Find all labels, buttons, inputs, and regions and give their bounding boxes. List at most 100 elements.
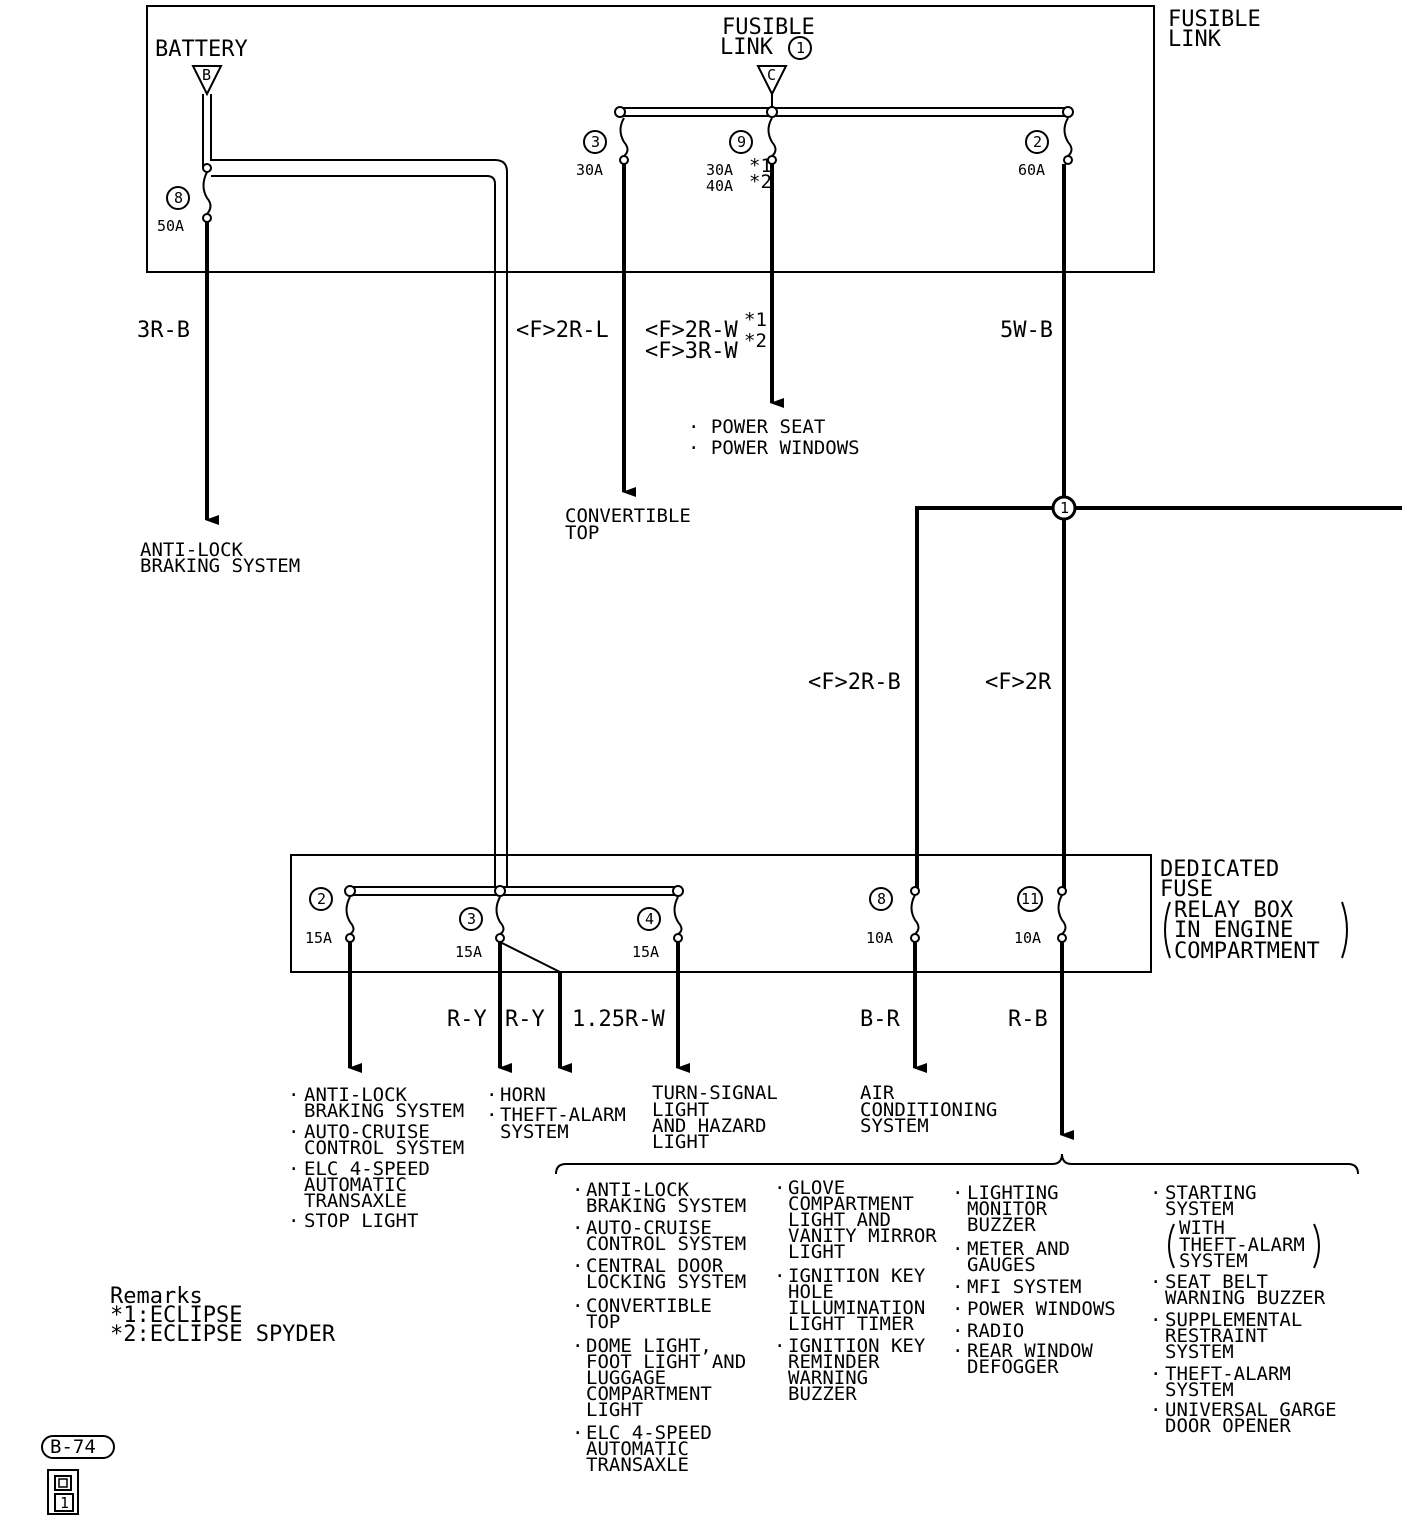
f11-c3-6: ·MFI SYSTEM: [952, 1276, 1081, 1298]
fb-fuse-2-symbol: [345, 896, 355, 935]
f2-dest-6: AUTOMATIC: [304, 1174, 407, 1196]
f11-c4-parens: [1168, 1223, 1320, 1269]
fusible-link-bus: [620, 94, 1068, 117]
f11-column-2: ·GLOVE COMPARTMENT LIGHT AND VANITY MIRR…: [774, 1177, 937, 1405]
dest-abs-1: ANTI-LOCK: [140, 539, 244, 561]
fb-fuse-2-terminal: [345, 933, 355, 943]
wire-3R-W-mark: *2: [744, 330, 767, 352]
f11-c4-2: SYSTEM: [1165, 1198, 1234, 1220]
fuse-box-title-5: COMPARTMENT: [1174, 939, 1320, 964]
fusible-link-terminal-label: C: [767, 66, 776, 84]
f11-c3-4: ·METER AND: [952, 1238, 1070, 1260]
fb-fuse-4-terminal: [673, 933, 683, 943]
fusible-link-1-num-circle: [788, 36, 812, 60]
fb-fuse-11-symbol: [1057, 894, 1067, 935]
f2-dest-3: ·AUTO-CRUISE: [288, 1121, 430, 1143]
fusible-link-box-title-1: FUSIBLE: [1168, 7, 1261, 32]
fusible-link-box-title-2: LINK: [1168, 27, 1222, 52]
f11-c3-5: GAUGES: [967, 1254, 1036, 1276]
fb-fuse-2-num: 2: [317, 890, 326, 908]
f11-c1-11: LUGGAGE: [586, 1367, 666, 1389]
f11-c2-1: ·GLOVE: [774, 1177, 845, 1199]
out-label-R-Y-1: R-Y: [447, 1007, 487, 1032]
wire-2R-W-mark: *1: [744, 309, 767, 331]
junction-1-num: 1: [1060, 499, 1069, 517]
fb-fuse-8-terminal: [910, 933, 920, 943]
f11-c2-3: LIGHT AND: [788, 1209, 891, 1231]
fb-fuse-11-top: [1057, 886, 1067, 896]
f11-c2-10: ·IGNITION KEY: [774, 1335, 926, 1357]
fb-fuse-4-symbol: [673, 896, 683, 935]
f11-c3-9: ·REAR WINDOW: [952, 1340, 1093, 1362]
fuse-box-title-3: RELAY BOX: [1174, 898, 1294, 923]
fuse-2-symbol: [1063, 117, 1073, 157]
fb-fuse-2-num-circle: [309, 887, 333, 911]
fuse-9-mark-2: *2: [749, 171, 772, 193]
fuse-8-symbol: [202, 171, 212, 215]
f11-c2-5: LIGHT: [788, 1241, 845, 1263]
fusible-link-1-num: 1: [796, 39, 805, 57]
dest-power-windows: · POWER WINDOWS: [688, 437, 860, 459]
f11-c1-1: ·ANTI-LOCK: [572, 1179, 690, 1201]
f11-c2-8: ILLUMINATION: [788, 1297, 925, 1319]
bus-end-left: [614, 106, 626, 118]
f11-c4-6: ·SEAT BELT: [1150, 1271, 1268, 1293]
fuse-2-terminal: [1063, 155, 1073, 165]
out-label-B-R: B-R: [860, 1007, 900, 1032]
fb-bus-node: [494, 885, 506, 897]
f2-dest-2: BRAKING SYSTEM: [304, 1100, 464, 1122]
fuse-box-title-1: DEDICATED: [1160, 857, 1279, 882]
f11-c1-6: LOCKING SYSTEM: [586, 1271, 746, 1293]
f3-dest-2: ·THEFT-ALARM: [486, 1104, 626, 1126]
f11-c1-5: ·CENTRAL DOOR: [572, 1255, 724, 1277]
wire-3R-W-label: <F>3R-W: [645, 339, 738, 364]
fuse-9-rating-1: 30A: [706, 161, 733, 179]
connector-id-badge: [41, 1435, 115, 1459]
f11-c3-10: DEFOGGER: [967, 1356, 1059, 1378]
fuse-9-num: 9: [737, 133, 746, 151]
f11-c4-12: SYSTEM: [1165, 1379, 1234, 1401]
f11-c1-4: CONTROL SYSTEM: [586, 1233, 746, 1255]
f11-c2-12: WARNING: [788, 1367, 868, 1389]
f2-dest-4: CONTROL SYSTEM: [304, 1137, 464, 1159]
fuse-2-num: 2: [1033, 133, 1042, 151]
f11-column-3: ·LIGHTING MONITOR BUZZER ·METER AND GAUG…: [952, 1182, 1116, 1378]
fb-fuse-4-rating: 15A: [632, 943, 659, 961]
f11-c3-2: MONITOR: [967, 1198, 1048, 1220]
junction-branch-wires: [915, 506, 1402, 888]
remarks-title: Remarks: [110, 1284, 203, 1309]
fuse-2-rating: 60A: [1018, 161, 1045, 179]
f3-dest-1: ·HORN: [486, 1084, 546, 1106]
f4-dest-2: LIGHT: [652, 1099, 709, 1121]
f11-c1-2: BRAKING SYSTEM: [586, 1195, 746, 1217]
battery-terminal-label: B: [202, 66, 211, 84]
f11-c4-10: SYSTEM: [1165, 1341, 1234, 1363]
f11-c3-7: ·POWER WINDOWS: [952, 1298, 1116, 1320]
fb-fuse-2-rating: 15A: [305, 929, 332, 947]
dest-convertible-2: TOP: [565, 522, 599, 544]
fb-fuse-3-split: [499, 941, 561, 973]
battery-fuse-top-terminal: [202, 163, 212, 173]
fb-bus-end-right: [672, 885, 684, 897]
f11-c1-9: ·DOME LIGHT,: [572, 1335, 712, 1357]
fb-fuse-8-num-circle: [869, 887, 893, 911]
fusible-link-box: [146, 5, 1155, 273]
out-label-1.25R-W: 1.25R-W: [572, 1007, 665, 1032]
f11-c2-13: BUZZER: [788, 1383, 857, 1405]
f11-c2-11: REMINDER: [788, 1351, 880, 1373]
bus-node-center: [766, 106, 778, 118]
f11-column-4: ·STARTING SYSTEM WITH THEFT-ALARM SYSTEM…: [1150, 1182, 1337, 1437]
out-label-R-Y-2: R-Y: [505, 1007, 545, 1032]
fuse-3-terminal: [619, 155, 629, 165]
fb-fuse-3-rating: 15A: [455, 943, 482, 961]
fb-fuse-3-symbol: [495, 896, 505, 935]
dedicated-fuse-box: [290, 854, 1152, 973]
f8-dest-1: AIR: [860, 1082, 895, 1104]
f11-c4-9: RESTRAINT: [1165, 1325, 1268, 1347]
f4-dest-1: TURN-SIGNAL: [652, 1082, 778, 1104]
fb-fuse-4-num: 4: [645, 910, 654, 928]
f4-dest-4: LIGHT: [652, 1131, 709, 1153]
fb-fuse-8-symbol: [910, 894, 920, 935]
battery-label: BATTERY: [155, 37, 248, 62]
